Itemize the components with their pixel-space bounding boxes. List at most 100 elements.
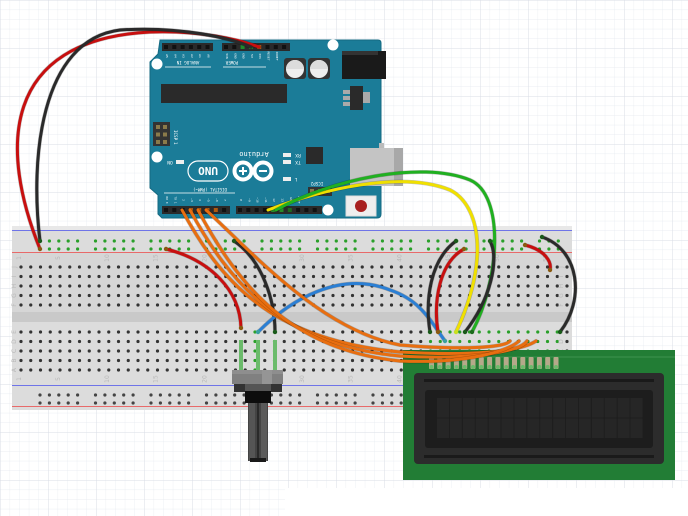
breadboard-hole[interactable] [389,330,394,334]
breadboard-hole[interactable] [77,330,82,334]
breadboard-hole[interactable] [282,339,286,344]
breadboard-hole[interactable] [87,349,91,353]
breadboard-hole[interactable] [409,303,413,307]
breadboard-hole[interactable] [292,358,296,363]
breadboard-hole[interactable] [185,358,189,363]
breadboard-hole[interactable] [194,284,199,288]
rail-hole[interactable] [510,247,514,251]
breadboard-hole[interactable] [399,284,403,288]
breadboard-hole[interactable] [292,284,296,288]
breadboard-hole[interactable] [136,265,140,269]
breadboard-hole[interactable] [155,284,160,288]
rail-hole[interactable] [325,239,329,243]
wire-endpoint[interactable] [557,329,563,335]
wire-black[interactable] [426,239,458,334]
breadboard-hole[interactable] [389,274,394,279]
breadboard-hole[interactable] [29,293,33,298]
rail-hole[interactable] [399,239,403,243]
breadboard-hole[interactable] [341,330,345,334]
rail-hole[interactable] [464,239,468,243]
breadboard-hole[interactable] [155,339,160,344]
rail-hole[interactable] [47,247,52,251]
breadboard-hole[interactable] [292,274,296,279]
breadboard-hole[interactable] [204,303,208,307]
breadboard-hole[interactable] [126,330,130,334]
rail-hole[interactable] [177,393,181,397]
rail-hole[interactable] [288,239,292,243]
breadboard-hole[interactable] [272,293,277,298]
breadboard-hole[interactable] [458,330,462,334]
breadboard-hole[interactable] [48,330,52,334]
breadboard-hole[interactable] [311,339,316,344]
breadboard-hole[interactable] [243,265,247,269]
wire-endpoint[interactable] [37,238,43,244]
rail-hole[interactable] [158,393,162,397]
breadboard-hole[interactable] [292,293,296,298]
breadboard-hole[interactable] [292,330,296,334]
breadboard-hole[interactable] [165,339,169,344]
wire-endpoint[interactable] [487,238,493,244]
breadboard-hole[interactable] [107,303,111,307]
breadboard-hole[interactable] [360,368,364,372]
breadboard-hole[interactable] [204,293,208,298]
rail-hole[interactable] [371,239,375,243]
breadboard-hole[interactable] [214,303,218,307]
breadboard-hole[interactable] [545,284,550,288]
wire-endpoint[interactable] [461,246,467,252]
breadboard-hole[interactable] [175,339,179,344]
breadboard-hole[interactable] [526,330,530,334]
breadboard-hole[interactable] [448,330,452,334]
breadboard-hole[interactable] [224,293,228,298]
rail-hole[interactable] [353,401,357,405]
breadboard-hole[interactable] [204,330,208,334]
breadboard-hole[interactable] [282,303,286,307]
breadboard-hole[interactable] [341,274,345,279]
breadboard-hole[interactable] [155,358,160,363]
rail-hole[interactable] [353,247,357,251]
breadboard-hole[interactable] [38,303,43,307]
breadboard-hole[interactable] [458,274,462,279]
breadboard-hole[interactable] [19,358,23,363]
breadboard-hole[interactable] [448,303,452,307]
wire-endpoint[interactable] [238,325,244,331]
breadboard-hole[interactable] [19,274,23,279]
breadboard-hole[interactable] [370,303,374,307]
breadboard-hole[interactable] [194,303,199,307]
breadboard-hole[interactable] [175,284,179,288]
rail-hole[interactable] [93,239,98,243]
breadboard-hole[interactable] [565,284,569,288]
breadboard-hole[interactable] [175,349,179,353]
breadboard-hole[interactable] [253,303,257,307]
breadboard-hole[interactable] [165,368,169,372]
breadboard-hole[interactable] [175,368,179,372]
breadboard-hole[interactable] [68,330,72,334]
breadboard-hole[interactable] [204,339,208,344]
breadboard-hole[interactable] [116,339,121,344]
rail-hole[interactable] [158,239,162,243]
rail-hole[interactable] [501,247,505,251]
breadboard-hole[interactable] [536,265,540,269]
breadboard-hole[interactable] [555,339,559,344]
breadboard-hole[interactable] [68,284,72,288]
rail-hole[interactable] [93,401,98,405]
breadboard-hole[interactable] [487,339,491,344]
breadboard-hole[interactable] [214,358,218,363]
digital-pin[interactable] [304,208,309,212]
breadboard-hole[interactable] [87,303,91,307]
breadboard-hole[interactable] [214,339,218,344]
breadboard-hole[interactable] [467,284,472,288]
rail-hole[interactable] [112,239,116,243]
rail-hole[interactable] [520,239,524,243]
rail-hole[interactable] [344,239,348,243]
breadboard-hole[interactable] [29,274,33,279]
breadboard-hole[interactable] [194,293,199,298]
breadboard-hole[interactable] [136,293,140,298]
breadboard-hole[interactable] [97,349,101,353]
breadboard-hole[interactable] [87,368,91,372]
breadboard-hole[interactable] [438,339,442,344]
breadboard-hole[interactable] [380,368,384,372]
breadboard-hole[interactable] [526,303,530,307]
breadboard-hole[interactable] [389,284,394,288]
breadboard-hole[interactable] [302,284,306,288]
breadboard-hole[interactable] [302,265,306,269]
